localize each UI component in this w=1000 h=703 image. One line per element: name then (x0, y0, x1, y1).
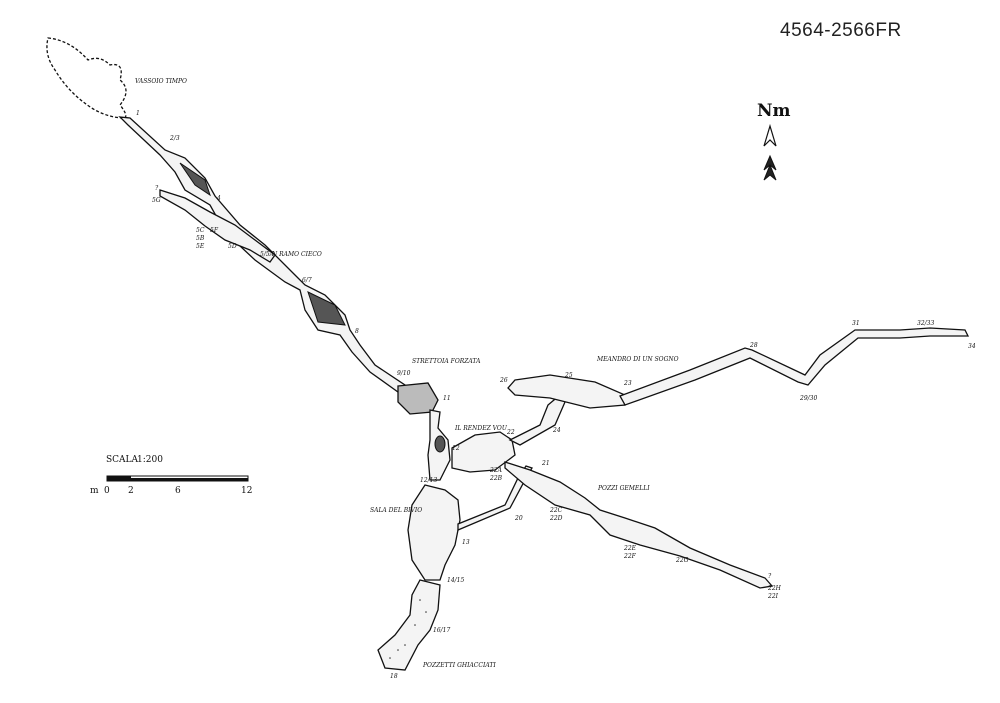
station: 9/10 (397, 370, 411, 377)
scale-tick: 0 (104, 486, 110, 496)
station: 22A (489, 467, 503, 474)
label-junction-room: SALA DEL BIVIO (370, 507, 422, 514)
station: ? (155, 185, 159, 192)
station: 24 (552, 427, 561, 434)
station: ? (768, 573, 772, 580)
station: 5D (228, 243, 237, 250)
station: 5F (210, 227, 219, 234)
station-labels: 1 2/3 4 ? 5G 5C 5B 5E 5F 5D 5/5A 6/7 8 9… (136, 110, 976, 680)
north-label: Nm (757, 101, 791, 121)
pozzetti-ghiacciati (377, 579, 441, 671)
station: 16/17 (433, 627, 450, 634)
side-branch (159, 189, 276, 263)
station: 22H (767, 585, 782, 592)
station: 20 (514, 515, 523, 522)
label-rendezvous: IL RENDEZ VOU (454, 425, 508, 432)
label-frozen-pits: POZZETTI GHIACCIATI (422, 662, 496, 669)
sala-del-bivio-room (407, 484, 461, 581)
label-twin-pits: POZZI GEMELLI (597, 485, 650, 492)
station: 22D (549, 515, 563, 522)
station: 34 (968, 343, 976, 350)
station: 12 (452, 445, 460, 452)
station: 5C (196, 227, 205, 234)
station: 5B (196, 235, 205, 242)
station: 11 (443, 395, 451, 402)
station: 22C (549, 507, 563, 514)
station: 31 (852, 320, 860, 327)
pozzi-gemelli-passage (504, 461, 774, 589)
station: 22F (623, 553, 637, 560)
scale-unit: m (90, 486, 99, 496)
station: 5E (196, 243, 205, 250)
scale-ratio: 1:200 (137, 455, 163, 465)
station: 4 (216, 195, 221, 202)
station: 26 (499, 377, 508, 384)
station: 22B (489, 475, 503, 482)
label-blind-branch: N RAMO CIECO (271, 251, 322, 258)
label-entrance-room: VASSOIO TIMPO (135, 78, 187, 85)
scale-tick: 12 (241, 486, 252, 496)
station: 22G (675, 557, 689, 564)
north-arrow-icon: Nm (757, 101, 791, 181)
label-forced-narrow: STRETTOIA FORZATA (412, 358, 481, 365)
station: 28 (749, 342, 758, 349)
station: 32/33 (917, 320, 934, 327)
station: 6/7 (302, 277, 312, 284)
passage-fill (179, 162, 346, 326)
station: 22 (506, 429, 515, 436)
passage-22-24 (508, 394, 566, 446)
station: 5/5A (260, 251, 275, 258)
station: 29/30 (799, 395, 817, 402)
meander-room (507, 374, 626, 409)
scale-title: SCALA (106, 455, 139, 465)
label-meander: MEANDRO DI UN SOGNO (596, 356, 679, 363)
station: 22I (767, 593, 779, 600)
meandro-passage (619, 327, 970, 406)
station: 8 (355, 328, 359, 335)
station: 13 (462, 539, 470, 546)
map-code: 4564-2566FR (780, 20, 902, 41)
station: 21 (541, 460, 550, 467)
rendezvous-room (451, 431, 516, 473)
station: 22E (623, 545, 637, 552)
station: 1 (136, 110, 140, 117)
scale-tick: 2 (128, 486, 134, 496)
entrance-room (46, 37, 127, 119)
scale-tick: 6 (175, 486, 181, 496)
station: 5G (152, 197, 161, 204)
station: 14/15 (447, 577, 464, 584)
station: 18 (390, 673, 398, 680)
scale-bar: SCALA 1:200 m 0 2 6 12 (90, 455, 252, 496)
station: 12/13 (420, 477, 437, 484)
station: 25 (564, 372, 573, 379)
strettoia-chamber (397, 382, 439, 415)
pillar (434, 435, 446, 453)
pit-dots (389, 599, 427, 659)
station: 2/3 (169, 135, 180, 142)
station: 23 (623, 380, 632, 387)
